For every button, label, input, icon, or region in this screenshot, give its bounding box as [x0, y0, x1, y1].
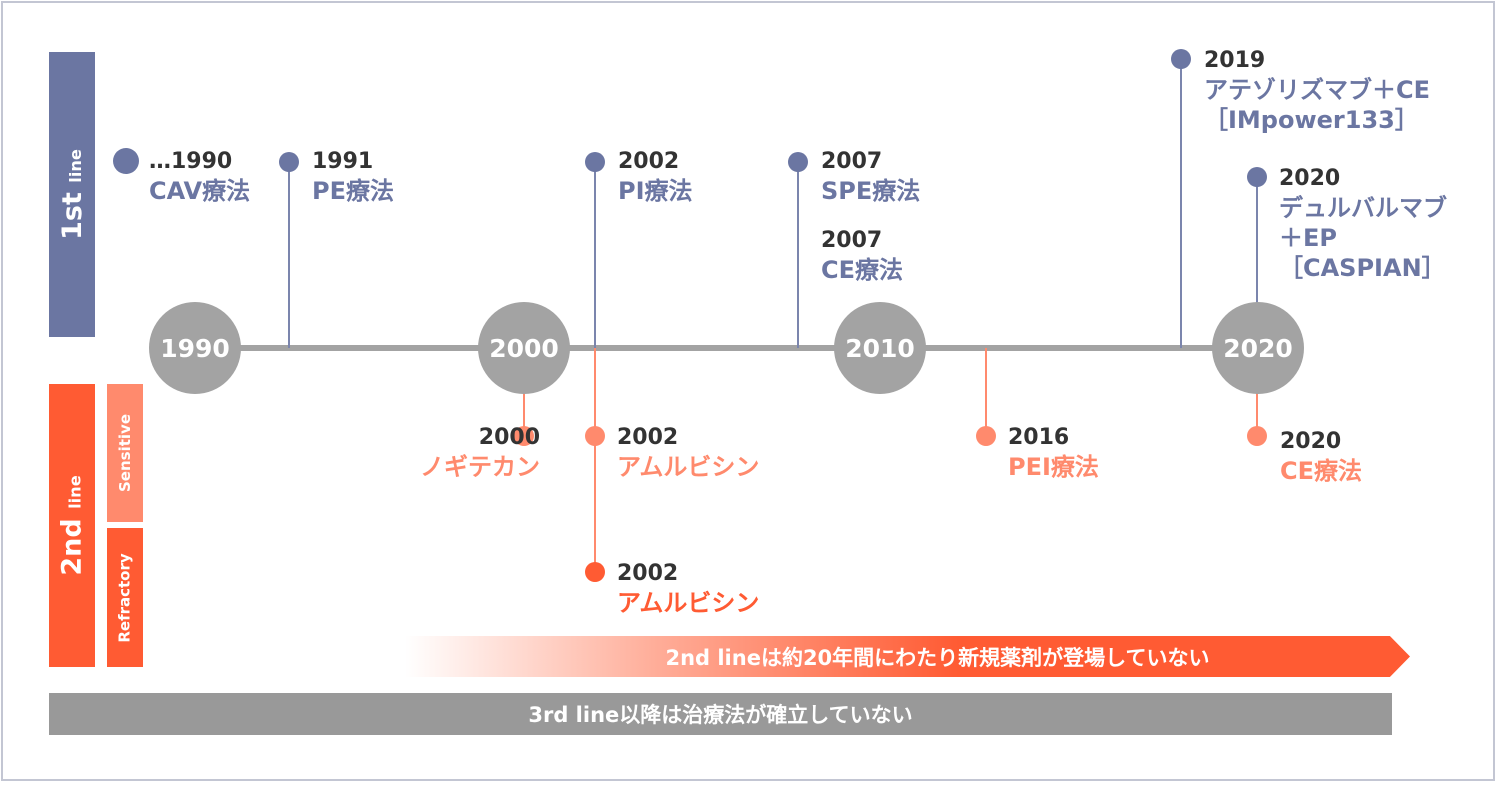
first-line-label: 1st [56, 192, 88, 240]
dot-2000-nogitecan [514, 426, 534, 446]
decade-marker-2000: 2000 [478, 302, 570, 394]
event-year: 2016 [1008, 425, 1070, 450]
event-2002-amrubicin-refractory: 2002 アムルビシン [617, 560, 759, 618]
event-name: CE療法 [821, 255, 904, 284]
event-name-2: ＋EP [1279, 223, 1337, 252]
second-line-label-bar: 2nd line [49, 384, 95, 667]
second-line-note: 2nd lineは約20年間にわたり新規薬剤が登場していない [665, 645, 1210, 670]
event-trial: ［CASPIAN］ [1279, 253, 1446, 282]
refractory-label-bar: Refractory [107, 528, 143, 667]
event-year: 2007 [821, 228, 883, 253]
event-2016-pei: 2016 PEI療法 [1008, 424, 1099, 482]
event-year: 2002 [617, 425, 679, 450]
event-year: 1991 [312, 149, 374, 174]
dot-2002-amrubicin-refractory [585, 562, 605, 582]
decade-marker-1990: 1990 [149, 302, 241, 394]
event-name: PI療法 [618, 176, 693, 205]
event-2002-amrubicin-sensitive: 2002 アムルビシン [617, 424, 759, 482]
event-name: アムルビシン [617, 588, 760, 617]
event-name: アテゾリズマブ＋CE [1204, 75, 1431, 104]
event-2007-ce: 2007 CE療法 [821, 227, 903, 285]
dot-1990-cav [113, 148, 139, 174]
connector-1991 [288, 163, 290, 348]
event-trial: ［IMpower133］ [1204, 105, 1419, 134]
dot-2020-ce [1247, 426, 1267, 446]
connector-2002-first [594, 163, 596, 348]
dot-2002-amrubicin-sensitive [585, 426, 605, 446]
dot-2007-spe [788, 152, 808, 172]
event-year: 2002 [618, 149, 680, 174]
third-line-note: 3rd line以降は治療法が確立していない [528, 703, 913, 727]
event-1990-cav: …1990 CAV療法 [149, 148, 250, 206]
timeline-axis [195, 345, 1260, 351]
second-line-arrow-banner: 2nd lineは約20年間にわたり新規薬剤が登場していない [405, 636, 1410, 677]
event-2002-pi: 2002 PI療法 [618, 148, 693, 206]
decade-marker-2020: 2020 [1212, 302, 1304, 394]
event-year: 2019 [1204, 48, 1266, 73]
sensitive-label: Sensitive [116, 414, 134, 492]
dot-2020-durvalumab [1247, 167, 1267, 187]
connector-2019 [1180, 60, 1182, 348]
event-name: ノギテカン [420, 452, 540, 481]
event-2019-atezolizumab: 2019 アテゾリズマブ＋CE ［IMpower133］ [1204, 47, 1430, 135]
dot-1991-pe [279, 152, 299, 172]
event-name: PE療法 [312, 176, 394, 205]
event-name: CAV療法 [149, 176, 251, 205]
event-year: …1990 [149, 149, 233, 174]
second-line-label: 2nd [56, 518, 88, 576]
event-year: 2020 [1279, 166, 1341, 191]
first-line-label-bar: 1st line [49, 52, 95, 337]
connector-2020-first [1256, 178, 1258, 308]
event-name: PEI療法 [1008, 452, 1099, 481]
connector-2020-second [1256, 390, 1258, 436]
dot-2019-atezolizumab [1171, 49, 1191, 69]
connector-2016 [985, 348, 987, 436]
connector-2002-second [594, 348, 596, 573]
refractory-label: Refractory [116, 552, 134, 643]
event-year: 2020 [1280, 429, 1342, 454]
event-name: デュルバルマブ [1279, 193, 1447, 222]
decade-marker-2010: 2010 [834, 302, 926, 394]
connector-2007 [797, 163, 799, 348]
event-name: SPE療法 [821, 176, 921, 205]
dot-2016-pei [976, 426, 996, 446]
event-2000-nogitecan: 2000 ノギテカン [420, 424, 540, 482]
event-year: 2007 [821, 149, 883, 174]
event-name: CE療法 [1280, 456, 1363, 485]
event-year: 2000 [478, 425, 540, 450]
connector-2000-second [523, 390, 525, 436]
event-2020-ce: 2020 CE療法 [1280, 428, 1362, 486]
dot-2002-pi [585, 152, 605, 172]
first-line-label-suffix: line [65, 149, 85, 183]
sensitive-label-bar: Sensitive [107, 384, 143, 522]
second-line-label-suffix: line [65, 475, 85, 509]
event-1991-pe: 1991 PE療法 [312, 148, 394, 206]
third-line-banner: 3rd line以降は治療法が確立していない [49, 693, 1392, 735]
event-2020-durvalumab: 2020 デュルバルマブ ＋EP ［CASPIAN］ [1279, 165, 1447, 283]
event-year: 2002 [617, 561, 679, 586]
event-2007-spe: 2007 SPE療法 [821, 148, 920, 206]
event-name: アムルビシン [617, 452, 760, 481]
